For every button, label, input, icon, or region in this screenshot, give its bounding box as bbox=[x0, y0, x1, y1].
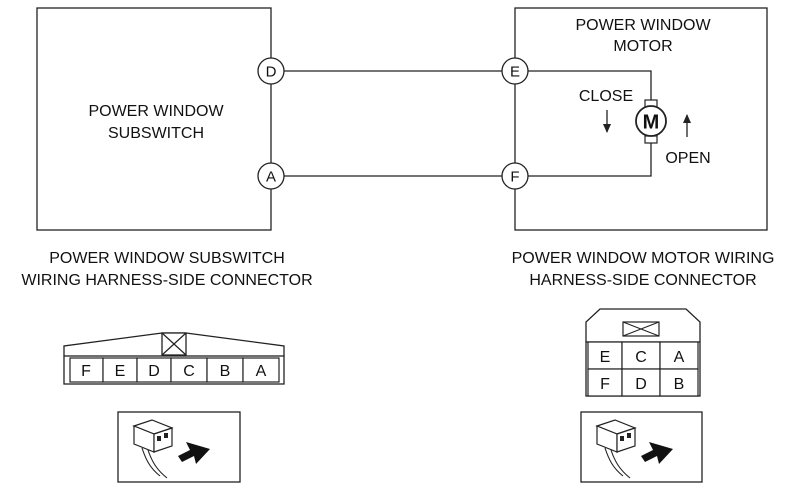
motor-connector: E C A F D B bbox=[585, 308, 701, 397]
close-label: CLOSE bbox=[579, 88, 633, 105]
motor-terminal-f: F bbox=[600, 376, 610, 393]
motor-connector-caption-line1: POWER WINDOW MOTOR WIRING bbox=[512, 250, 775, 267]
motor-pin-e-label: E bbox=[510, 64, 520, 81]
subswitch-pin-d-label: D bbox=[266, 64, 277, 81]
open-label: OPEN bbox=[665, 150, 710, 167]
motor-terminal-e: E bbox=[600, 349, 611, 366]
subswitch-box bbox=[36, 7, 272, 231]
motor-symbol-label: M bbox=[643, 112, 660, 134]
motor-box bbox=[514, 7, 768, 231]
motor-terminal-c: C bbox=[635, 349, 647, 366]
subswitch-terminal-e: E bbox=[115, 363, 126, 380]
subswitch-terminal-f: F bbox=[81, 363, 91, 380]
arrow-down-icon bbox=[603, 110, 611, 133]
motor-wire-top bbox=[528, 70, 652, 104]
subswitch-title-line1: POWER WINDOW bbox=[88, 103, 224, 120]
subswitch-connector-caption-line2: WIRING HARNESS-SIDE CONNECTOR bbox=[21, 272, 312, 289]
motor-symbol bbox=[635, 105, 667, 137]
subswitch-connector-caption-line1: POWER WINDOW SUBSWITCH bbox=[49, 250, 285, 267]
subswitch-pin-a-label: A bbox=[266, 169, 276, 186]
motor-brush-bottom bbox=[644, 135, 658, 144]
motor-title-line2: MOTOR bbox=[613, 38, 672, 55]
motor-connector-caption-line2: HARNESS-SIDE CONNECTOR bbox=[529, 272, 756, 289]
subswitch-connector: F E D C B A bbox=[63, 332, 285, 385]
harness-side-probe-icon bbox=[117, 411, 241, 483]
harness-side-probe-icon-2 bbox=[580, 411, 703, 483]
motor-terminal-d: D bbox=[635, 376, 647, 393]
motor-pin-f-label: F bbox=[510, 169, 519, 186]
motor-title-line1: POWER WINDOW bbox=[575, 17, 711, 34]
subswitch-terminal-b: B bbox=[220, 363, 231, 380]
motor-wire-bottom bbox=[528, 139, 652, 177]
motor-terminal-a: A bbox=[674, 349, 685, 366]
subswitch-terminal-a: A bbox=[256, 363, 267, 380]
motor-terminal-b: B bbox=[674, 376, 685, 393]
subswitch-terminal-d: D bbox=[148, 363, 160, 380]
subswitch-title-line2: SUBSWITCH bbox=[108, 125, 204, 142]
subswitch-terminal-c: C bbox=[183, 363, 195, 380]
arrow-up-icon bbox=[683, 114, 691, 137]
